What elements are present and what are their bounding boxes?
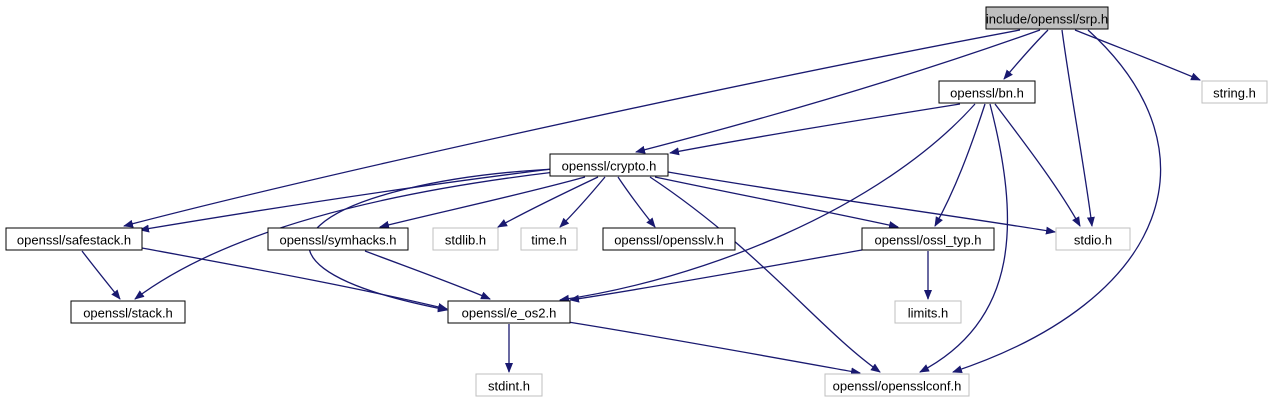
node-box xyxy=(861,227,995,251)
node-label: openssl/symhacks.h xyxy=(279,233,396,248)
node-label: openssl/crypto.h xyxy=(562,159,657,174)
node-opensslv[interactable]: openssl/opensslv.h xyxy=(602,227,736,251)
node-label: stdint.h xyxy=(488,379,530,394)
node-box xyxy=(824,373,970,397)
edge-crypto-to-opensslv xyxy=(617,176,656,228)
node-box xyxy=(432,227,499,251)
edge-crypto-to-stdlib xyxy=(497,176,599,228)
node-label: time.h xyxy=(531,233,566,248)
node-label: openssl/safestack.h xyxy=(17,233,131,248)
edge-srp-to-opensslconf xyxy=(952,29,1162,373)
edge-bn-to-opensslconf xyxy=(919,103,1009,373)
node-label: openssl/stack.h xyxy=(83,306,173,321)
edge-crypto-to-time xyxy=(559,176,606,228)
edge-srp-to-safestack xyxy=(123,29,1021,228)
edge-e_os2-to-opensslconf xyxy=(567,321,861,376)
edge-crypto-to-safestack xyxy=(139,167,561,233)
node-safestack[interactable]: openssl/safestack.h xyxy=(5,227,143,251)
node-e_os2[interactable]: openssl/e_os2.h xyxy=(447,300,571,324)
nodes-layer: include/openssl/srp.h openssl/bn.h string.… xyxy=(5,6,1268,397)
node-box xyxy=(602,227,736,251)
node-label: openssl/bn.h xyxy=(950,86,1024,101)
edge-bn-to-stdio xyxy=(994,103,1081,227)
edge-symhacks-to-e_os2 xyxy=(364,250,491,300)
node-box xyxy=(447,300,571,324)
node-opensslconf: openssl/opensslconf.h xyxy=(824,373,970,397)
node-stdint: stdint.h xyxy=(475,373,543,397)
node-limits: limits.h xyxy=(894,300,962,324)
edge-ossl_typ-to-e_os2 xyxy=(569,249,863,303)
node-box xyxy=(475,373,543,397)
node-label: limits.h xyxy=(908,306,948,321)
node-label: openssl/ossl_typ.h xyxy=(875,233,982,248)
node-time: time.h xyxy=(520,227,578,251)
edge-safestack-to-e_os2 xyxy=(141,247,448,311)
node-label: include/openssl/srp.h xyxy=(986,12,1108,27)
node-box xyxy=(938,80,1036,104)
node-box xyxy=(5,227,143,251)
node-box xyxy=(267,227,409,251)
edge-safestack-to-stack xyxy=(81,250,121,300)
node-label: openssl/e_os2.h xyxy=(462,306,557,321)
node-label: stdlib.h xyxy=(445,233,486,248)
edge-crypto-to-symhacks xyxy=(379,176,586,229)
node-label: stdio.h xyxy=(1074,233,1112,248)
edge-crypto-to-e_os2 xyxy=(308,168,557,313)
edge-srp-to-crypto xyxy=(635,29,1041,154)
node-box xyxy=(1055,227,1131,251)
node-box xyxy=(70,300,186,324)
node-bn[interactable]: openssl/bn.h xyxy=(938,80,1036,104)
node-box xyxy=(549,153,669,177)
node-stdlib: stdlib.h xyxy=(432,227,499,251)
edge-crypto-to-ossl_typ xyxy=(654,176,899,229)
edge-bn-to-ossl_typ xyxy=(934,103,986,227)
edge-bn-to-crypto xyxy=(669,103,961,156)
node-box xyxy=(894,300,962,324)
node-stdio: stdio.h xyxy=(1055,227,1131,251)
edge-srp-to-stdio xyxy=(1061,29,1095,227)
edge-bn-to-e_os2 xyxy=(559,103,976,303)
edge-srp-to-string xyxy=(1074,29,1201,81)
node-ossl_typ[interactable]: openssl/ossl_typ.h xyxy=(861,227,995,251)
node-box xyxy=(985,6,1109,30)
edge-crypto-to-stdio xyxy=(667,171,1056,235)
node-string: string.h xyxy=(1201,80,1268,104)
node-stack[interactable]: openssl/stack.h xyxy=(70,300,186,324)
node-box xyxy=(520,227,578,251)
node-label: openssl/opensslv.h xyxy=(614,233,724,248)
edge-crypto-to-opensslconf xyxy=(649,176,881,373)
node-label: openssl/opensslconf.h xyxy=(833,379,962,394)
node-symhacks[interactable]: openssl/symhacks.h xyxy=(267,227,409,251)
edge-srp-to-bn xyxy=(1003,29,1049,80)
node-srp[interactable]: include/openssl/srp.h xyxy=(985,6,1109,30)
node-box xyxy=(1201,80,1268,104)
node-crypto[interactable]: openssl/crypto.h xyxy=(549,153,669,177)
node-label: string.h xyxy=(1213,86,1256,101)
